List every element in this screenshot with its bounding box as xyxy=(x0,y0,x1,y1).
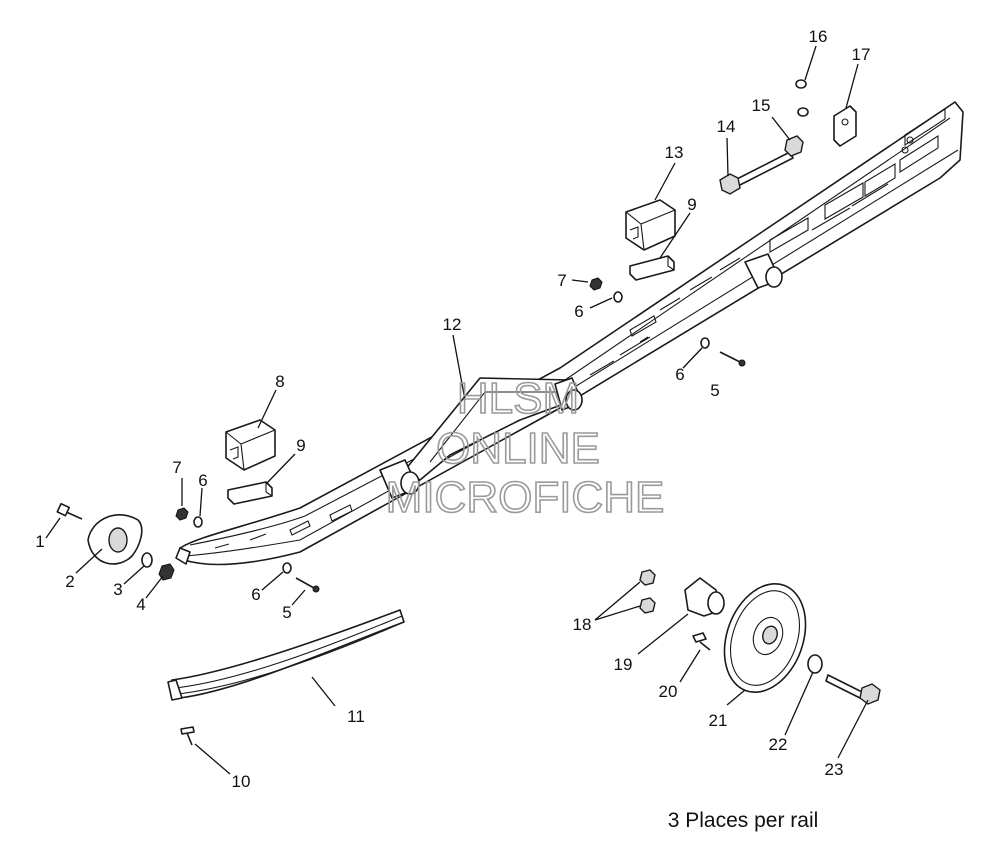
part-1-bolt xyxy=(56,502,83,520)
callout-7a: 7 xyxy=(172,458,181,477)
part-13-block xyxy=(625,199,676,251)
leader-lines xyxy=(45,45,869,775)
part-15-nut xyxy=(784,135,804,157)
callout-5a: 5 xyxy=(282,603,291,622)
callout-17: 17 xyxy=(852,45,871,64)
part-6-washer-c xyxy=(700,337,710,349)
part-9-slider-a xyxy=(227,481,273,505)
part-22-washer xyxy=(807,654,823,674)
part-19-axle-block xyxy=(684,577,725,617)
footnote-3-places-per-rail: 3 Places per rail xyxy=(668,809,819,832)
slide-rail xyxy=(175,101,964,566)
part-2-rail-tip xyxy=(87,514,143,565)
callout-6a: 6 xyxy=(198,471,207,490)
callout-13: 13 xyxy=(665,143,684,162)
callout-23: 23 xyxy=(825,760,844,779)
rail-bushings xyxy=(379,253,783,499)
callout-18: 18 xyxy=(573,615,592,634)
callout-7b: 7 xyxy=(557,271,566,290)
callout-6c: 6 xyxy=(675,365,684,384)
watermark: HLSM ONLINE MICROFICHE xyxy=(385,373,665,523)
bracket-12 xyxy=(404,377,581,481)
callout-19: 19 xyxy=(614,655,633,674)
part-20-bolt xyxy=(692,632,711,651)
part-14-bolt xyxy=(719,151,794,195)
wear-strip-11 xyxy=(167,609,405,701)
part-6-washer-a xyxy=(193,516,203,528)
callout-10: 10 xyxy=(232,772,251,791)
callout-12: 12 xyxy=(443,315,462,334)
part-9-slider-b xyxy=(629,255,675,281)
watermark-line-3: MICROFICHE xyxy=(386,473,665,522)
part-6-washer-b xyxy=(613,291,623,303)
part-7-nut-a xyxy=(175,507,189,521)
part-7-nut-b xyxy=(589,277,603,291)
callout-3: 3 xyxy=(113,580,122,599)
watermark-line-1: HLSM xyxy=(457,374,579,423)
part-16-rivets xyxy=(795,79,809,117)
part-18-nuts xyxy=(639,569,656,614)
callout-14: 14 xyxy=(717,117,736,136)
watermark-line-2: ONLINE xyxy=(436,424,600,473)
callout-8: 8 xyxy=(275,372,284,391)
callout-6b: 6 xyxy=(574,302,583,321)
callout-9a: 9 xyxy=(296,436,305,455)
callouts: 1 2 3 4 7 6 8 9 6 5 11 10 12 7 6 9 13 6 … xyxy=(35,27,870,791)
callout-21: 21 xyxy=(709,711,728,730)
part-5-bolt-a xyxy=(295,577,320,593)
callout-11: 11 xyxy=(347,707,365,726)
callout-2: 2 xyxy=(65,572,74,591)
part-17-plate xyxy=(833,105,857,147)
callout-1: 1 xyxy=(35,532,44,551)
callout-20: 20 xyxy=(659,682,678,701)
part-10-bolt xyxy=(180,726,195,746)
part-23-bolt xyxy=(825,674,881,705)
callout-15: 15 xyxy=(752,96,771,115)
part-6-washer-d xyxy=(282,562,292,574)
callout-9b: 9 xyxy=(687,195,696,214)
part-21-idler-wheel xyxy=(723,582,807,694)
callout-6d: 6 xyxy=(251,585,260,604)
callout-4: 4 xyxy=(136,595,145,614)
part-3-washer xyxy=(141,552,153,568)
callout-16: 16 xyxy=(809,27,828,46)
part-8-block xyxy=(225,419,276,471)
callout-5b: 5 xyxy=(710,381,719,400)
part-5-bolt-b xyxy=(719,351,746,367)
callout-22: 22 xyxy=(769,735,788,754)
